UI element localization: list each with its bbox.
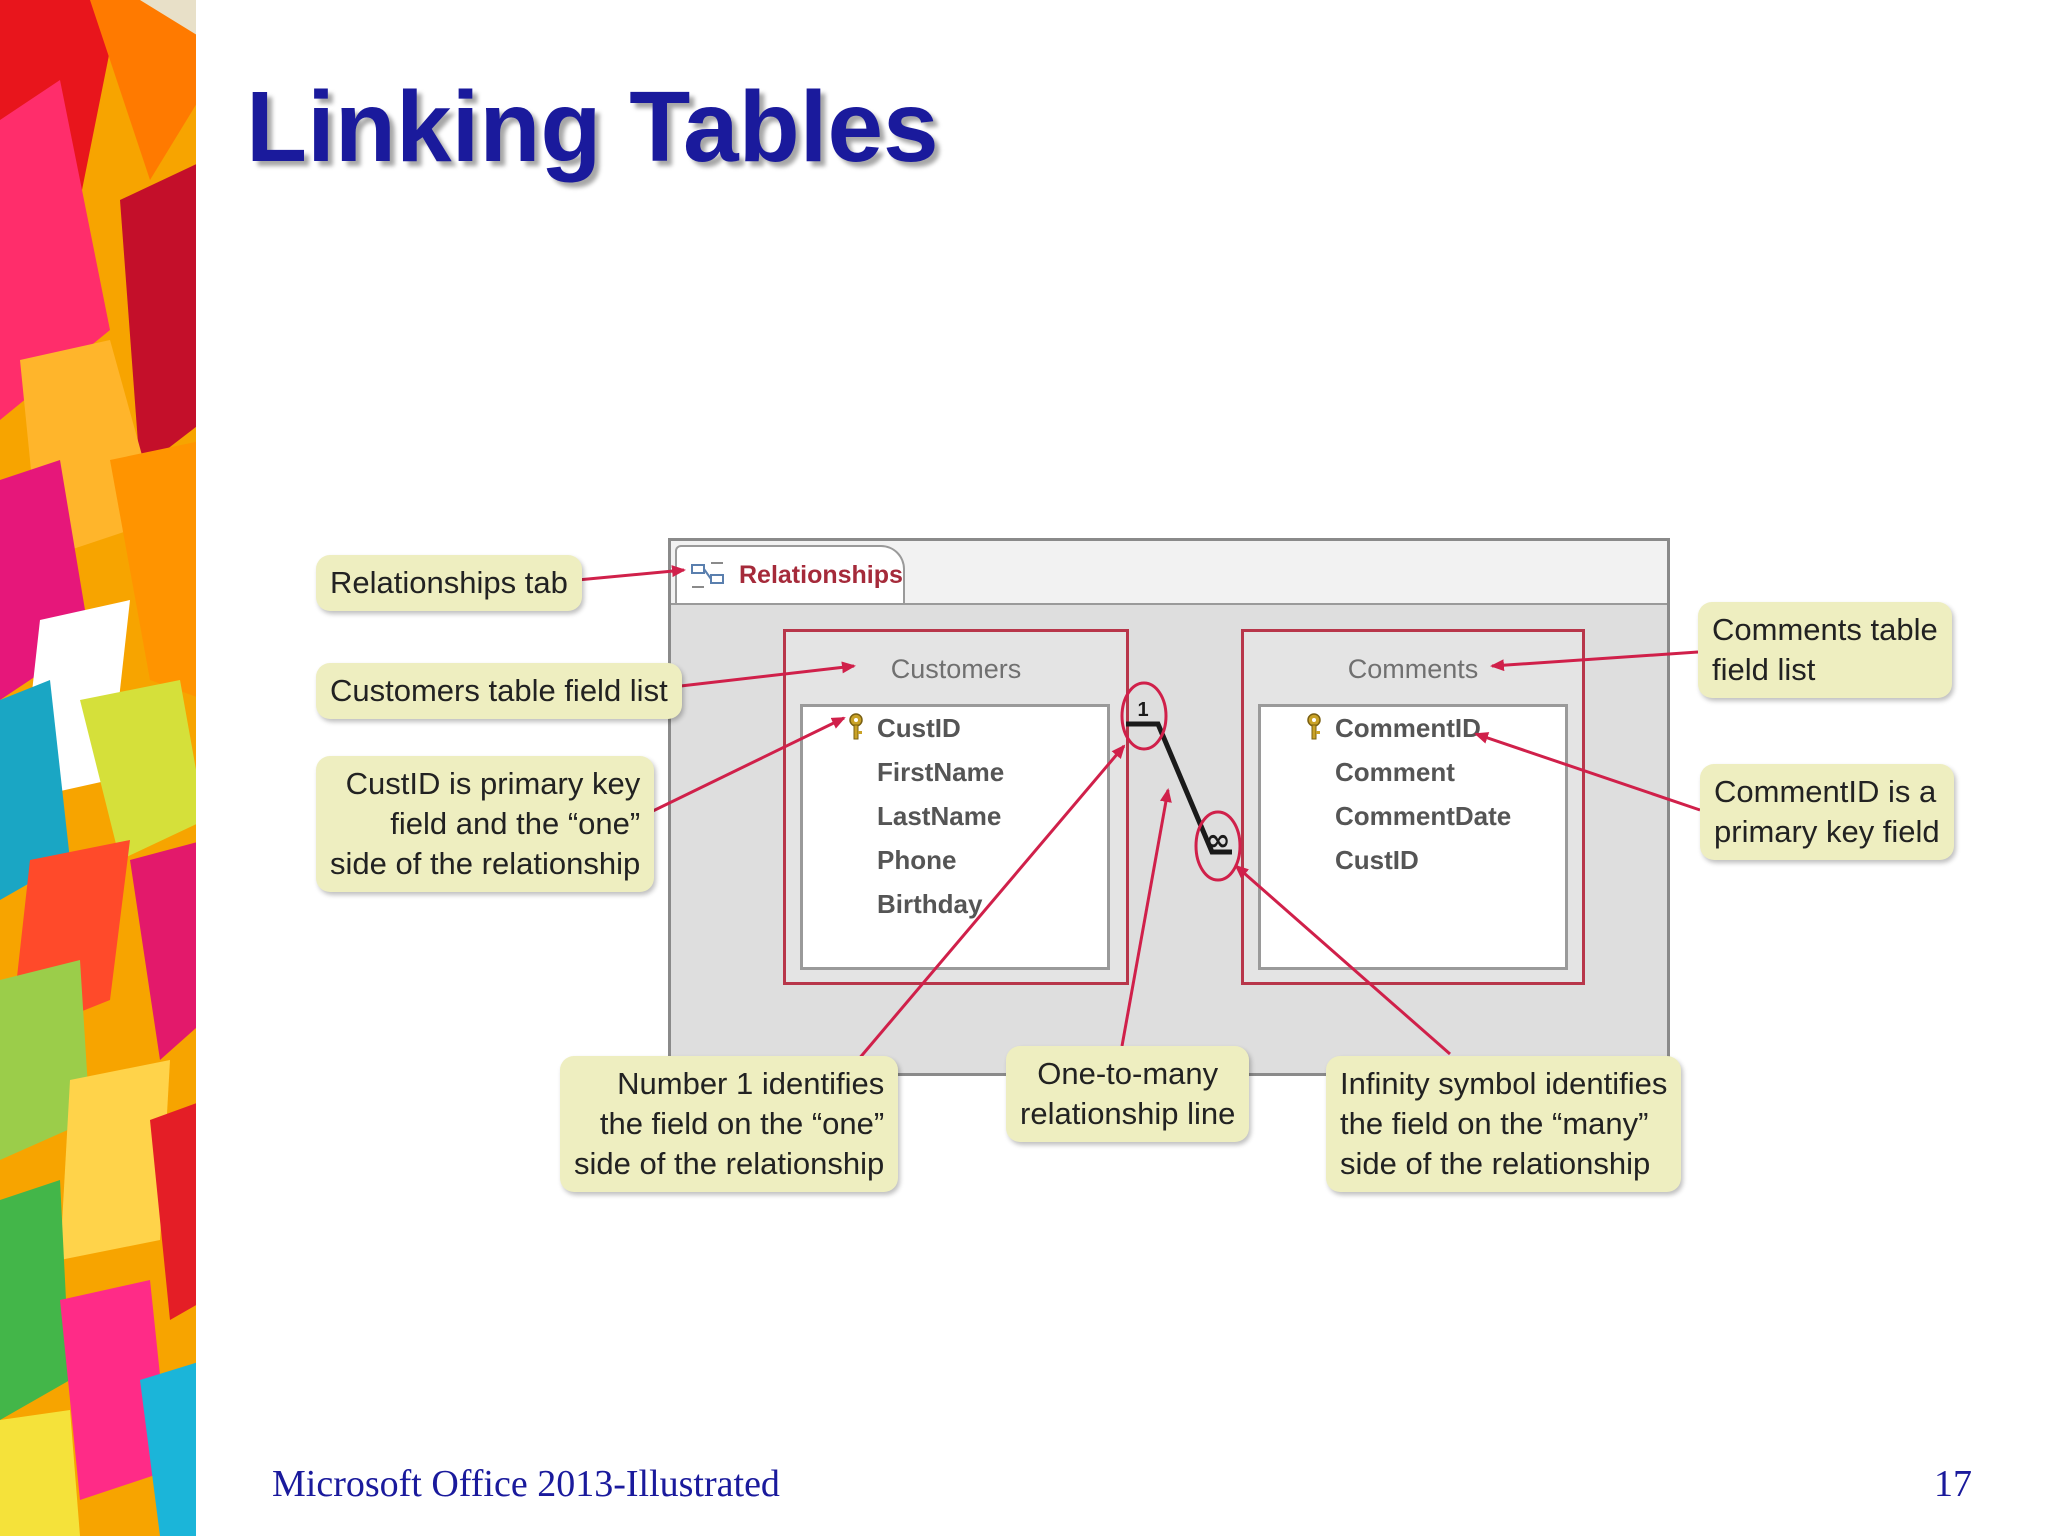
field-commentid[interactable]: CommentID [1335,713,1481,743]
field-birthday[interactable]: Birthday [877,889,983,919]
callout-infinity-symbol: Infinity symbol identifies the field on … [1326,1056,1682,1192]
customers-table[interactable]: Customers CustID FirstName LastName Phon… [783,629,1129,985]
primary-key-icon [849,713,863,740]
tab-relationships[interactable]: Relationships [675,545,905,603]
callout-comments-field-list: Comments table field list [1698,602,1952,698]
decorative-mosaic [0,0,210,1536]
comments-table[interactable]: Comments CommentID Comment CommentDate C… [1241,629,1585,985]
callout-one-to-many-line: One-to-many relationship line [1006,1046,1250,1142]
field-comment[interactable]: Comment [1335,757,1455,787]
tab-label: Relationships [739,561,903,589]
relationships-icon [691,562,724,588]
field-custid[interactable]: CustID [877,713,961,743]
field-lastname[interactable]: LastName [877,801,1002,831]
page-number: 17 [1934,1463,1972,1505]
slide-title: Linking Tables [246,71,939,183]
callout-number-one: Number 1 identifies the field on the “on… [560,1056,899,1192]
callout-customers-field-list: Customers table field list [316,663,682,719]
primary-key-icon [1307,713,1321,740]
footer-text: Microsoft Office 2013-Illustrated [272,1463,780,1505]
field-commentdate[interactable]: CommentDate [1335,801,1512,831]
callout-commentid-primary-key: CommentID is a primary key field [1700,764,1954,860]
comments-table-name: Comments [1347,654,1479,684]
field-firstname[interactable]: FirstName [877,757,1005,787]
tab-strip: Relationships [671,541,1667,605]
field-phone[interactable]: Phone [877,845,957,875]
callout-custid-primary-key: CustID is primary key field and the “one… [316,756,655,892]
customers-field-list[interactable]: CustID FirstName LastName Phone Birthday [800,704,1110,970]
comments-field-list[interactable]: CommentID Comment CommentDate CustID [1258,704,1568,970]
callout-relationships-tab: Relationships tab [316,555,582,611]
customers-table-name: Customers [890,654,1022,684]
field-custid-fk[interactable]: CustID [1335,845,1419,875]
relationships-window: Relationships Customers CustID FirstName… [668,538,1670,1076]
